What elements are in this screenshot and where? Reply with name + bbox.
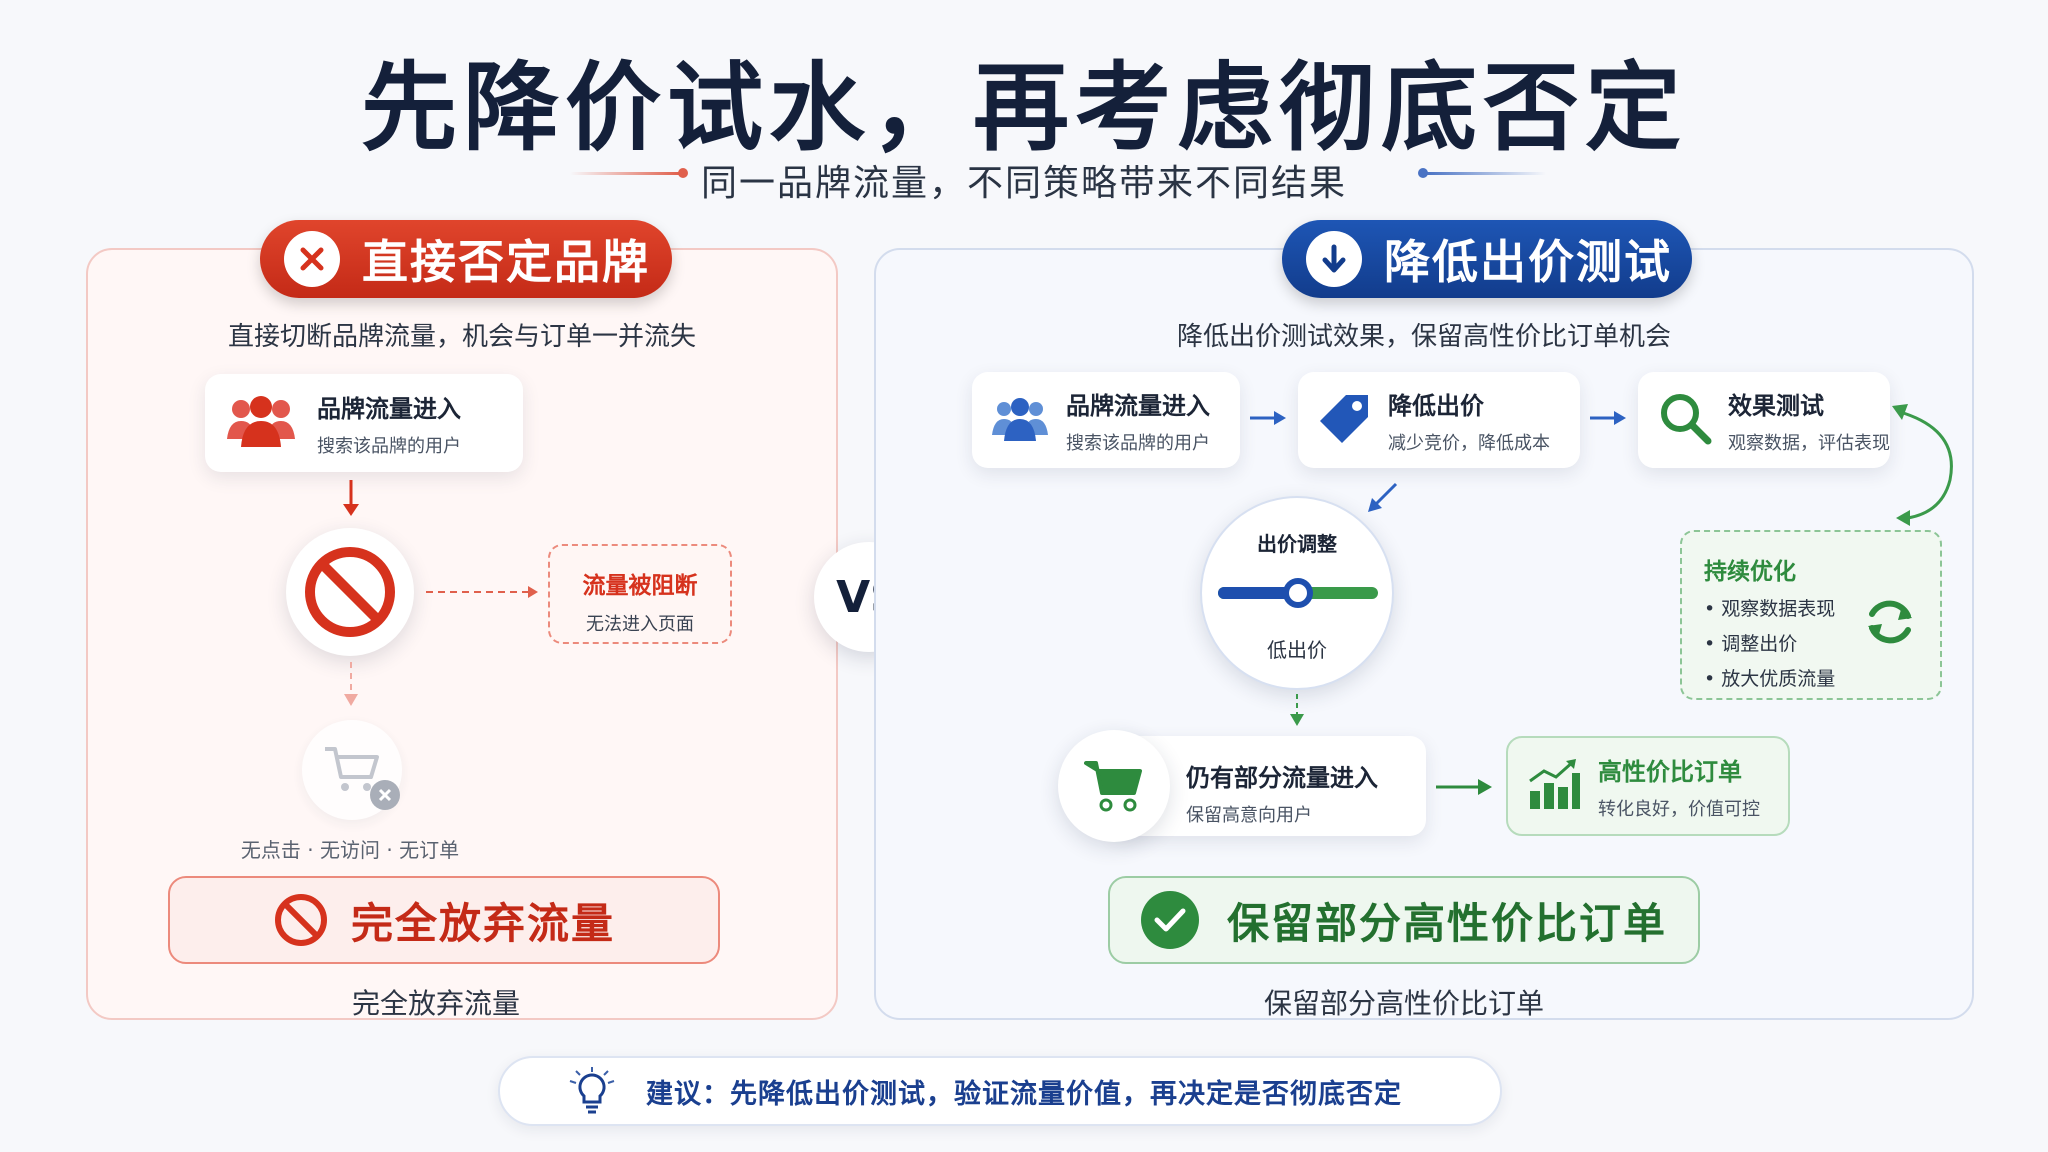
- blocked-title: 流量被阻断: [582, 573, 698, 599]
- page-title: 先降价试水，再考虑彻底否定: [361, 52, 1687, 164]
- page-subtitle: 同一品牌流量，不同策略带来不同结果: [700, 163, 1347, 204]
- refresh-icon: [1868, 600, 1912, 644]
- bid-slider-fill: [1218, 587, 1298, 599]
- suggestion-text: 建议：先降低出价测试，验证流量价值，再决定是否彻底否定: [646, 1078, 1402, 1110]
- right-caption: 保留部分高性价比订单: [1263, 987, 1544, 1020]
- bid-slider: [1218, 578, 1378, 608]
- left-result-box: 完全放弃流量: [168, 876, 720, 964]
- lightbulb-icon: [569, 1067, 615, 1114]
- right-step1-title: 品牌流量进入: [1066, 391, 1210, 420]
- check-circle-icon: [1140, 891, 1199, 949]
- subtitle-left-dot: [678, 168, 688, 178]
- remaining-title: 仍有部分流量进入: [1186, 764, 1378, 792]
- left-caption: 完全放弃流量: [351, 987, 520, 1020]
- right-badge-label: 降低出价测试: [1384, 235, 1672, 289]
- blocked-circle: [286, 528, 414, 656]
- right-result-label: 保留部分高性价比订单: [1226, 898, 1667, 948]
- right-step3-title: 效果测试: [1728, 391, 1824, 420]
- no-activity-text: 无点击 · 无访问 · 无订单: [240, 838, 460, 862]
- value-card-subtitle: 转化良好，价值可控: [1598, 798, 1760, 820]
- suggestion-bar: 建议：先降低出价测试，验证流量价值，再决定是否彻底否定: [498, 1056, 1502, 1126]
- right-step1-subtitle: 搜索该品牌的用户: [1066, 432, 1210, 454]
- value-card-title: 高性价比订单: [1598, 757, 1742, 786]
- remaining-subtitle: 保留高意向用户: [1186, 805, 1312, 826]
- bid-slider-knob: [1283, 578, 1313, 608]
- cancel-badge-icon: [370, 780, 400, 810]
- arrow-right-icon: [1250, 411, 1286, 425]
- continuous-optimize-box: 持续优化 • 观察数据表现 • 调整出价 • 放大优质流量: [1680, 530, 1942, 700]
- dashed-arrow-right-icon: [426, 586, 538, 598]
- left-result-label: 完全放弃流量: [350, 898, 615, 948]
- left-strategy-badge: 直接否定品牌: [260, 220, 672, 298]
- optimize-item: • 调整出价: [1704, 633, 1798, 655]
- faded-arrow-down-icon: [344, 662, 358, 706]
- subtitle-right-dot: [1418, 168, 1428, 178]
- right-step-card-traffic: 品牌流量进入 搜索该品牌的用户: [972, 372, 1240, 468]
- cart-icon: [325, 747, 379, 791]
- user-icon: [992, 395, 1048, 445]
- left-description: 直接切断品牌流量，机会与订单一并流失: [227, 322, 696, 352]
- right-result-box: 保留部分高性价比订单: [1108, 876, 1700, 964]
- arrow-down-left-icon: [1368, 482, 1398, 512]
- high-value-order-card: 高性价比订单 转化良好，价值可控: [1506, 736, 1790, 836]
- users-icon: [227, 395, 295, 451]
- cart-icon: [1084, 761, 1142, 812]
- subtitle-right-line: [1426, 172, 1546, 175]
- search-icon: [1658, 391, 1712, 449]
- arrow-right-icon: [1590, 411, 1626, 425]
- cart-circle: [1058, 730, 1170, 842]
- bid-adjust-label: 低出价: [1267, 638, 1327, 662]
- right-step2-title: 降低出价: [1388, 391, 1484, 420]
- left-badge-label: 直接否定品牌: [362, 235, 650, 289]
- prohibit-icon: [305, 547, 395, 637]
- right-strategy-badge: 降低出价测试: [1282, 220, 1692, 298]
- arrow-down-circle-icon: [1306, 231, 1362, 287]
- arrow-right-icon: [1436, 779, 1492, 795]
- left-entry-subtitle: 搜索该品牌的用户: [317, 435, 461, 457]
- loop-arrow-icon: [1892, 404, 1953, 526]
- blocked-subtitle: 无法进入页面: [586, 614, 694, 635]
- price-tag-icon: [1320, 393, 1370, 447]
- close-icon: [284, 231, 340, 287]
- right-step3-subtitle: 观察数据，评估表现: [1728, 432, 1890, 454]
- left-brand-traffic-card: 品牌流量进入 搜索该品牌的用户: [205, 374, 523, 472]
- optimize-item: • 观察数据表现: [1704, 598, 1836, 620]
- growth-chart-icon: [1528, 757, 1580, 815]
- right-description: 降低出价测试效果，保留高性价比订单机会: [1176, 322, 1671, 352]
- arrow-down-icon: [343, 480, 359, 516]
- prohibit-icon: [274, 894, 327, 946]
- right-step-card-lower-bid: 降低出价 减少竞价，降低成本: [1298, 372, 1580, 468]
- traffic-blocked-box: 流量被阻断 无法进入页面: [548, 544, 732, 644]
- right-step2-subtitle: 减少竞价，降低成本: [1388, 432, 1550, 454]
- bid-adjust-title: 出价调整: [1257, 532, 1337, 556]
- right-step-card-effect-test: 效果测试 观察数据，评估表现: [1638, 372, 1890, 468]
- subtitle-left-line: [570, 172, 680, 175]
- remaining-traffic-text: 仍有部分流量进入 保留高意向用户: [1186, 758, 1378, 827]
- dashed-arrow-down-icon: [1290, 694, 1304, 726]
- optimize-item: • 放大优质流量: [1704, 668, 1836, 690]
- optimize-title: 持续优化: [1704, 559, 1796, 585]
- left-entry-title: 品牌流量进入: [317, 394, 461, 423]
